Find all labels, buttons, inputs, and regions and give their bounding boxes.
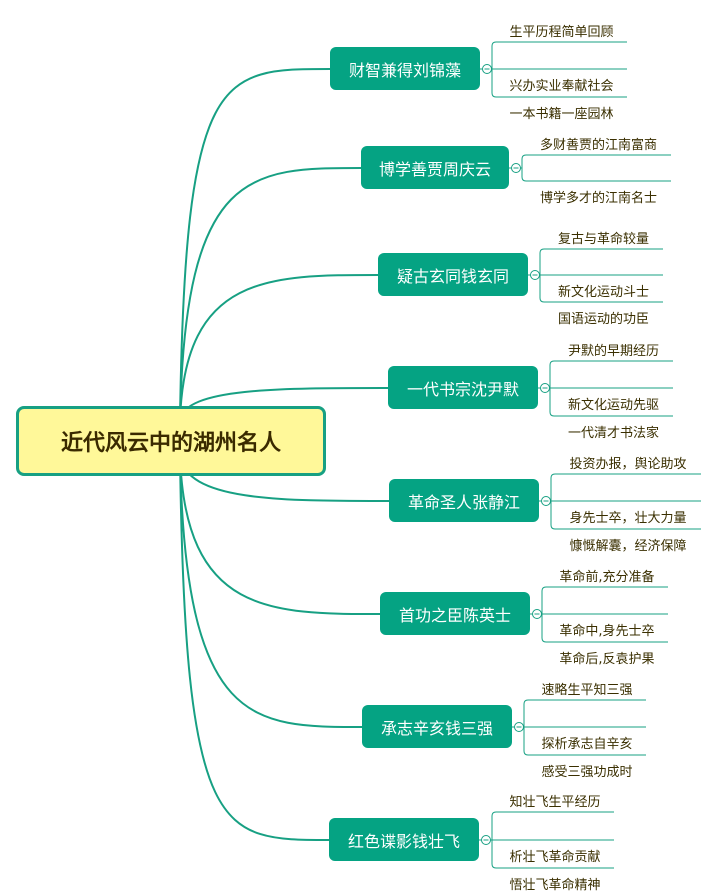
branch-connector — [179, 454, 381, 615]
leaf-topic[interactable]: 投资办报，舆论助攻 — [569, 457, 687, 472]
leaf-topic[interactable]: 博学多才的江南名士 — [539, 191, 657, 206]
branch-topic[interactable]: 革命圣人张静江 — [389, 479, 539, 522]
leaf-topic[interactable]: 速略生平知三强 — [541, 683, 633, 698]
central-topic[interactable]: 近代风云中的湖州名人 — [16, 406, 326, 476]
leaf-topic[interactable]: 革命中,身先士卒 — [559, 624, 655, 639]
leaf-topic[interactable]: 革命后,反袁护果 — [559, 652, 655, 667]
branch-connector — [179, 274, 379, 421]
leaf-topic[interactable]: 多财善贾的江南富商 — [539, 138, 657, 153]
branch-topic[interactable]: 疑古玄同钱玄同 — [378, 253, 528, 296]
branch-connector — [179, 454, 330, 841]
branch-topic[interactable]: 红色谍影钱壮飞 — [329, 818, 479, 861]
branch-topic[interactable]: 博学善贾周庆云 — [361, 146, 509, 189]
leaf-topic[interactable]: 革命前,充分准备 — [559, 570, 655, 585]
branch-topic[interactable]: 财智兼得刘锦藻 — [330, 47, 480, 90]
branch-topic[interactable]: 承志辛亥钱三强 — [362, 705, 512, 748]
leaf-topic[interactable]: 一本书籍一座园林 — [509, 107, 614, 122]
leaf-topic[interactable]: 尹默的早期经历 — [567, 344, 659, 359]
leaf-topic[interactable]: 身先士卒，壮大力量 — [569, 511, 687, 526]
branch-topic[interactable]: 一代书宗沈尹默 — [388, 366, 538, 409]
branch-connector — [179, 454, 363, 728]
leaf-topic[interactable]: 探析承志自辛亥 — [541, 737, 633, 752]
leaf-topic[interactable]: 一代清才书法家 — [567, 426, 659, 441]
leaf-topic[interactable]: 新文化运动先驱 — [567, 398, 659, 413]
leaf-topic[interactable]: 兴办实业奉献社会 — [509, 79, 614, 94]
leaf-topic[interactable]: 复古与革命较量 — [557, 232, 649, 247]
branch-connector — [179, 68, 331, 421]
leaf-topic[interactable]: 知壮飞生平经历 — [509, 795, 601, 810]
leaf-topic[interactable]: 新文化运动斗士 — [557, 285, 649, 300]
leaf-topic[interactable]: 感受三强功成时 — [541, 765, 633, 780]
branch-connector — [179, 167, 362, 421]
leaf-topic[interactable]: 生平历程简单回顾 — [509, 25, 614, 40]
leaf-topic[interactable]: 慷慨解囊，经济保障 — [569, 539, 687, 554]
leaf-bracket — [521, 154, 671, 182]
leaf-topic[interactable]: 国语运动的功臣 — [557, 312, 649, 327]
leaf-topic[interactable]: 析壮飞革命贡献 — [509, 850, 601, 865]
branch-topic[interactable]: 首功之臣陈英士 — [380, 592, 530, 635]
